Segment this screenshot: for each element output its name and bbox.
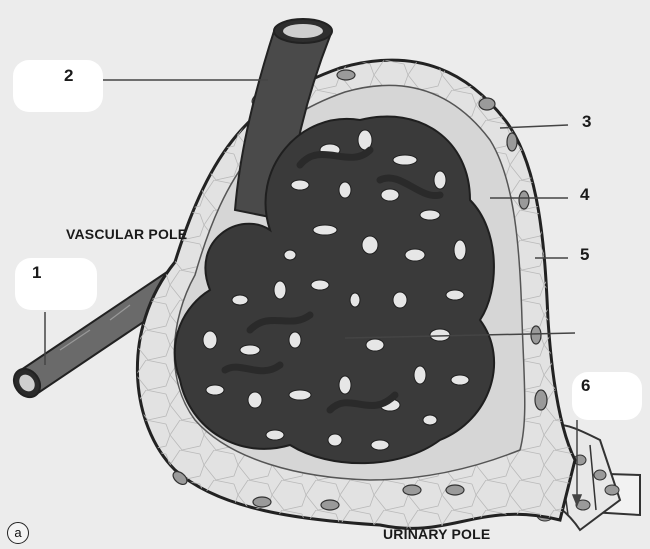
label-4: 4 [580, 185, 589, 205]
label-1: 1 [32, 263, 41, 283]
label-2: 2 [64, 66, 73, 86]
label-5: 5 [580, 245, 589, 265]
urinary-pole-caption: URINARY POLE [383, 526, 490, 542]
panel-letter: a [7, 522, 29, 544]
label-box-2 [13, 60, 103, 112]
vascular-pole-caption: VASCULAR POLE [66, 226, 187, 242]
label-box-1 [15, 258, 97, 310]
label-6: 6 [581, 376, 590, 396]
label-3: 3 [582, 112, 591, 132]
